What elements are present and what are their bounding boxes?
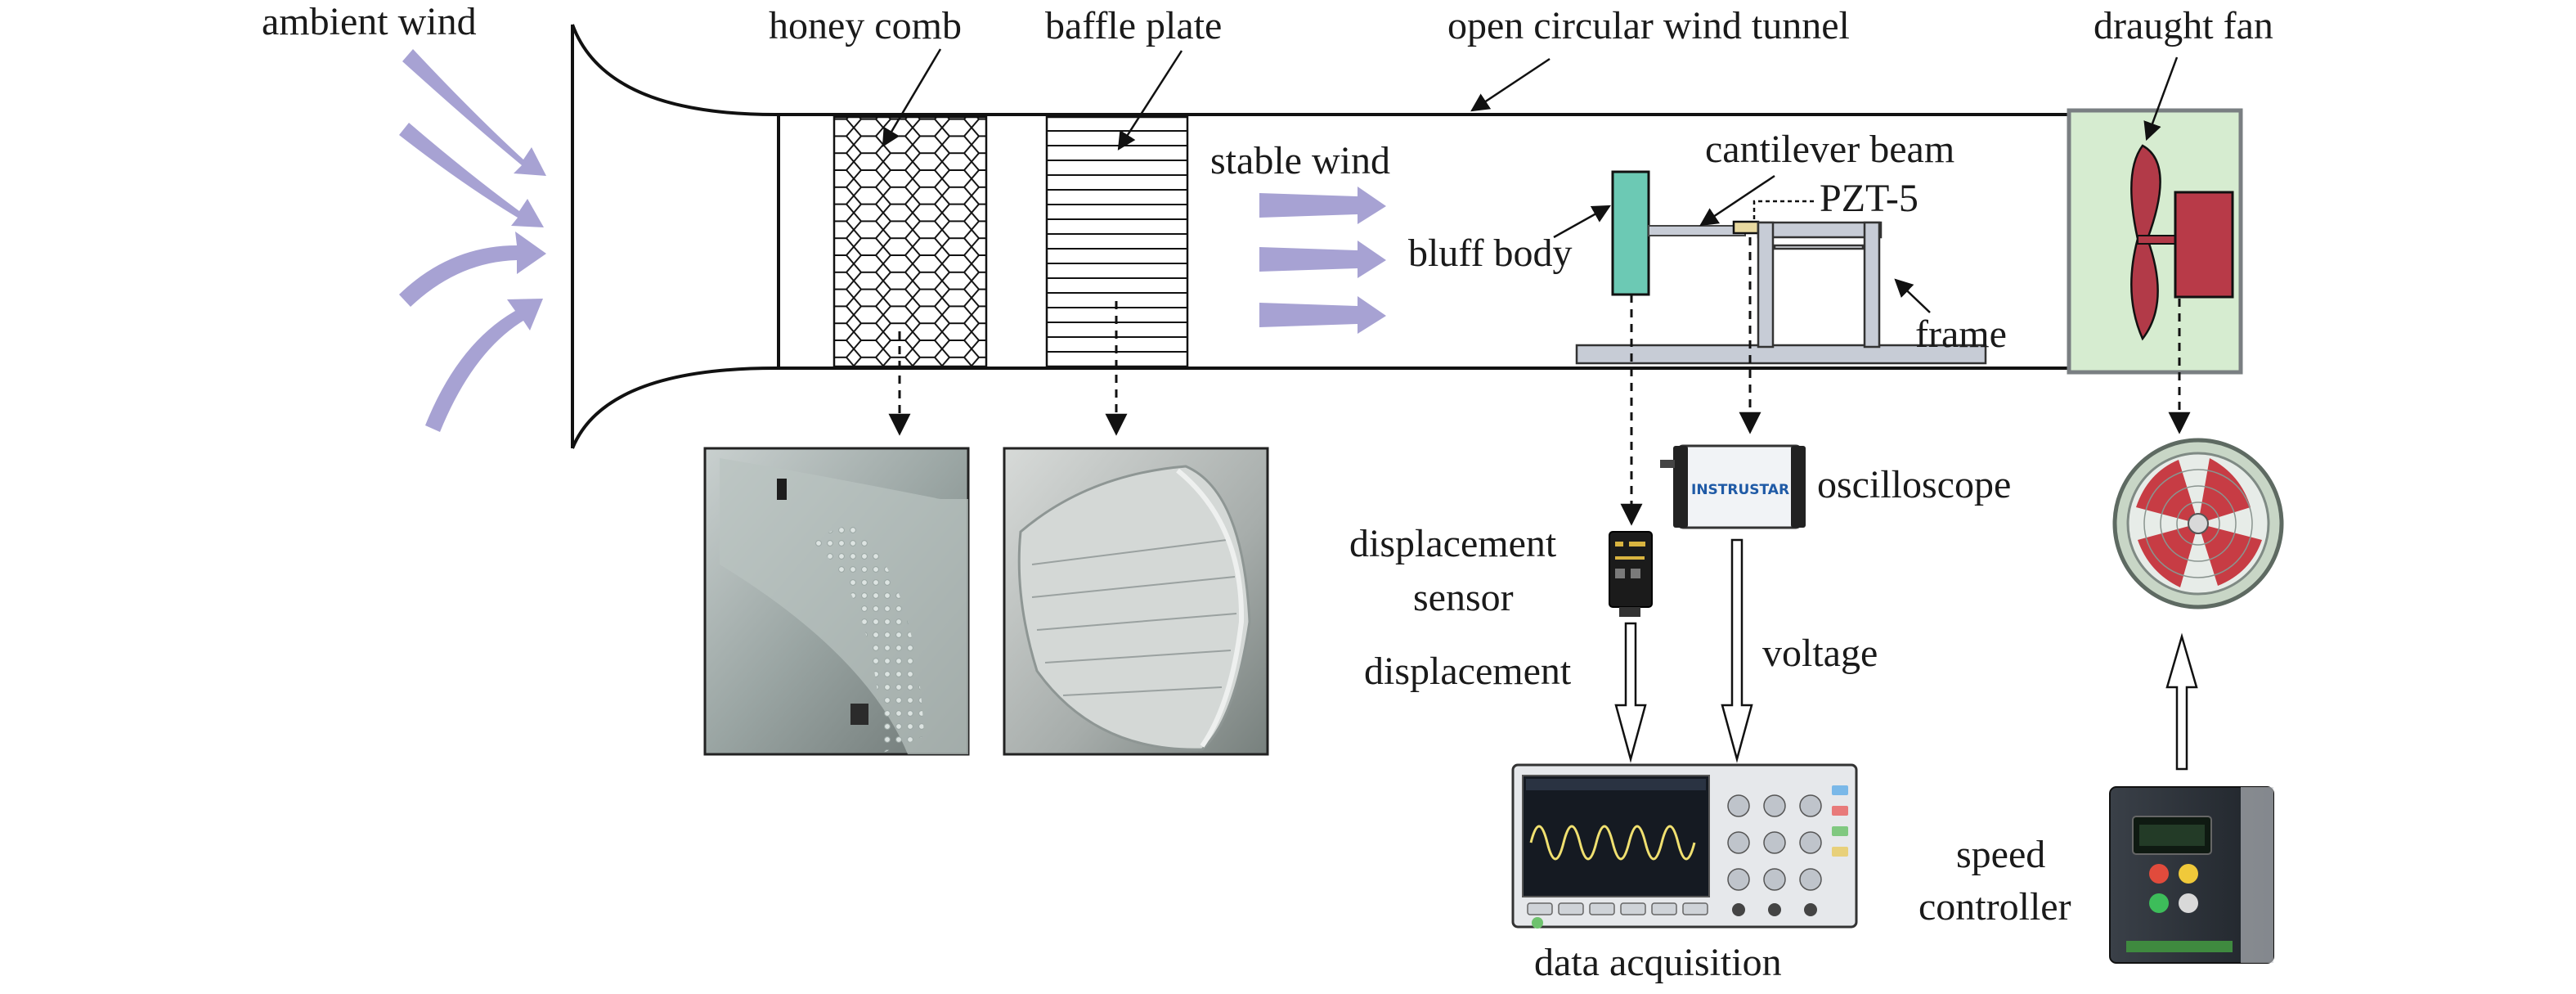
- stable-wind-arrows: [1259, 187, 1386, 334]
- honeycomb-photo: [703, 447, 970, 756]
- honeycomb-label: honey comb: [769, 4, 962, 47]
- displacement-arrow: [1614, 622, 1647, 763]
- bluff-body-label: bluff body: [1408, 232, 1572, 275]
- frame: [1575, 221, 1987, 365]
- baffle-plate-icon: [1045, 115, 1189, 368]
- cantilever-beam: [1648, 225, 1746, 236]
- draught-fan-label: draught fan: [2094, 4, 2273, 47]
- cantilever-beam-label: cantilever beam: [1705, 128, 1954, 171]
- controller-to-fan-arrow: [2165, 632, 2198, 771]
- displacement-sensor-label-line1: displacement: [1349, 522, 1557, 565]
- ambient-wind-label: ambient wind: [262, 0, 477, 43]
- voltage-arrow: [1721, 538, 1753, 763]
- data-acquisition-scope-icon: [1511, 763, 1858, 929]
- axial-fan-photo-icon: [2112, 438, 2284, 609]
- wind-tunnel: [571, 24, 2077, 449]
- oscilloscope-label: oscilloscope: [1817, 463, 2011, 506]
- ambient-wind-arrows: [399, 49, 546, 432]
- data-acquisition-label: data acquisition: [1534, 941, 1782, 984]
- displacement-label: displacement: [1364, 650, 1572, 693]
- oscilloscope-device-icon: INSTRUSTAR: [1660, 444, 1806, 529]
- instrustar-brand-text: INSTRUSTAR: [1691, 482, 1789, 498]
- honeycomb-mesh-icon: [832, 115, 988, 368]
- tunnel-label: open circular wind tunnel: [1447, 4, 1850, 47]
- pzt5-patch: [1732, 220, 1760, 235]
- bluff-body: [1611, 170, 1650, 296]
- speed-controller-icon: [2109, 786, 2274, 964]
- voltage-label: voltage: [1762, 632, 1878, 675]
- stable-wind-label: stable wind: [1210, 139, 1390, 182]
- baffle-plate-photo: [1003, 447, 1269, 756]
- speed-controller-label-line1: speed: [1956, 833, 2045, 876]
- displacement-sensor-label-line2: sensor: [1413, 576, 1514, 619]
- speed-controller-label-line2: controller: [1919, 885, 2071, 929]
- pzt5-label: PZT-5: [1820, 177, 1919, 220]
- frame-label: frame: [1915, 313, 2007, 356]
- baffle-plate-label: baffle plate: [1045, 4, 1222, 47]
- displacement-sensor-icon: [1609, 531, 1653, 617]
- draught-fan-icon: [2067, 108, 2243, 375]
